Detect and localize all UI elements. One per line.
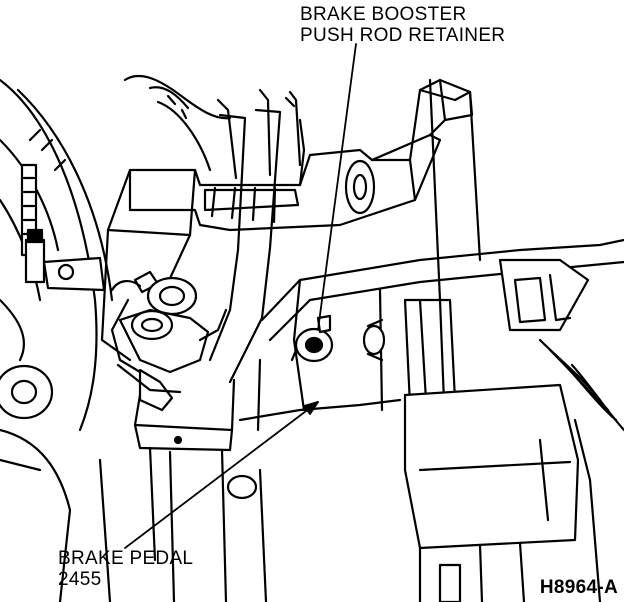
steering-column-housing [0, 78, 114, 602]
pedal-support-bracket [100, 78, 474, 362]
brake-booster-assembly [362, 78, 624, 602]
brake-pedal-callout: BRAKE PEDAL 2455 [58, 548, 193, 590]
leader-lines [124, 43, 357, 549]
brake-pedal-arm [110, 108, 282, 602]
booster-retainer-callout-line-1: BRAKE BOOSTER [300, 4, 467, 25]
upper-linkage [123, 75, 302, 180]
booster-retainer-leader [317, 43, 357, 331]
booster-retainer-callout-line-2: PUSH ROD RETAINER [300, 25, 506, 46]
figure-id-label: H8964-A [539, 577, 618, 598]
floor-details [98, 458, 258, 602]
brake-pedal-callout-line-2: 2455 [58, 569, 102, 590]
brake-pedal-leader-arrowhead [303, 401, 319, 415]
booster-retainer-callout: BRAKE BOOSTER PUSH ROD RETAINER [300, 4, 505, 46]
push-rod-retainer [290, 314, 334, 363]
brake-pedal-leader [124, 401, 319, 549]
brake-pedal-callout-line-1: BRAKE PEDAL [58, 548, 194, 569]
